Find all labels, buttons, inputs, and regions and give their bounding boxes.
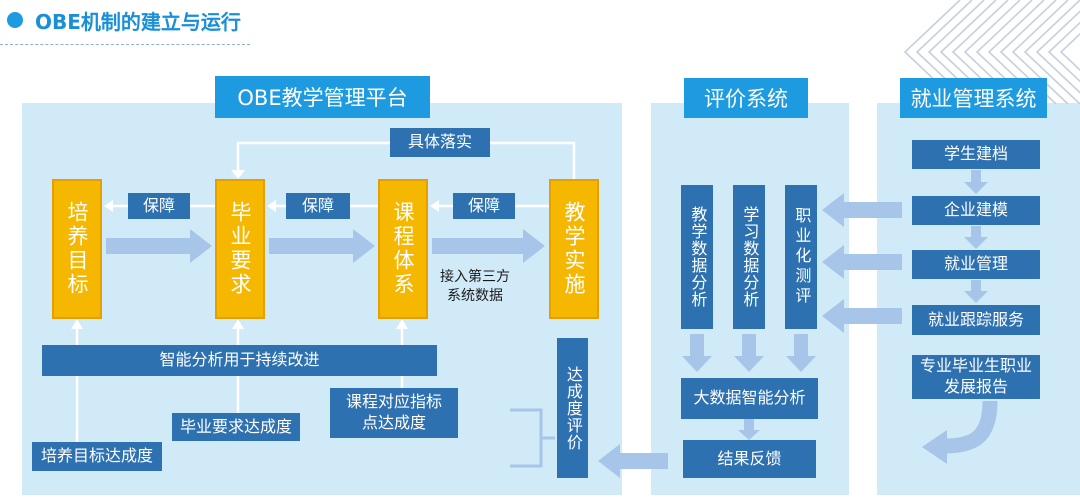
page-title: OBE机制的建立与运行 (35, 10, 241, 34)
step-student-records: 学生建档 (912, 140, 1040, 169)
course-degree-line-1: 课程对应指标 (345, 392, 442, 412)
analysis-career-assessment: 职业化测评 (785, 185, 817, 329)
guarantee-arrowhead-2 (267, 200, 276, 212)
analysis-down-arrow-1 (682, 334, 712, 372)
employment-left-arrow-2 (822, 245, 902, 279)
analysis-teaching-data: 教学数据分析 (681, 185, 713, 329)
decorative-stripe (1011, 0, 1069, 105)
bigdata-down-arrow (738, 419, 760, 440)
analysis-learning-data: 学习数据分析 (733, 185, 765, 329)
decorative-stripe (1047, 21, 1080, 83)
title-dashed-divider (0, 44, 250, 45)
evaluation-system-title: 评价系统 (684, 78, 808, 118)
third-party-line-2: 系统数据 (447, 287, 503, 304)
guarantee-arrowhead-3 (430, 200, 439, 212)
improve-bar: 智能分析用于持续改进 (42, 345, 437, 376)
career-report-line-2: 发展报告 (943, 377, 1008, 396)
implement-loop-arrowhead (231, 170, 245, 179)
guarantee-box-1: 保障 (128, 193, 190, 219)
platform-panel (22, 103, 622, 495)
career-report-line-1: 专业毕业生职业 (919, 356, 1032, 376)
course-degree-box: 课程对应指标 点达成度 (330, 388, 458, 438)
employment-left-arrow-3 (822, 299, 902, 333)
flow-arrow-requirement-course (269, 229, 375, 263)
bigdata-analysis-box: 大数据智能分析 (681, 378, 818, 419)
step-employment-management: 就业管理 (912, 250, 1040, 279)
course-degree-line-2: 点达成度 (361, 413, 426, 432)
step-down-arrow-2 (964, 226, 988, 249)
flow-arrow-course-teaching (432, 229, 545, 263)
report-curved-arrowhead (922, 430, 947, 464)
flow-arrow-goal-requirement (106, 229, 212, 263)
employment-left-arrow-1 (822, 193, 902, 227)
third-party-line-1: 接入第三方 (440, 269, 510, 285)
bullet-dot-icon (7, 12, 23, 28)
guarantee-arrowhead-1 (104, 200, 113, 212)
platform-title: OBE教学管理平台 (215, 76, 430, 118)
stage-course: 课程体系 (378, 179, 428, 319)
third-party-note: 接入第三方 系统数据 (433, 268, 517, 306)
implement-box: 具体落实 (390, 128, 490, 157)
decorative-stripe (1035, 10, 1080, 94)
analysis-down-arrow-3 (786, 334, 816, 372)
decorative-stripe (1059, 32, 1080, 72)
guarantee-box-3: 保障 (453, 193, 515, 219)
analysis-down-arrow-2 (734, 334, 764, 372)
stage-requirement: 毕业要求 (215, 179, 265, 319)
stage-teaching: 教学实施 (549, 179, 599, 319)
step-down-arrow-3 (964, 280, 988, 303)
guarantee-box-2: 保障 (286, 193, 350, 219)
requirement-degree-box: 毕业要求达成度 (172, 413, 300, 441)
goal-degree-arrowhead (71, 319, 83, 329)
report-curved-arrow (944, 400, 998, 454)
feedback-box: 结果反馈 (683, 440, 816, 478)
evaluation-box: 达成度评价 (557, 338, 588, 478)
goal-degree-box: 培养目标达成度 (32, 442, 162, 471)
career-report-box: 专业毕业生职业 发展报告 (912, 355, 1040, 399)
feedback-to-evaluation-arrow (598, 444, 668, 478)
decorative-stripe (1023, 0, 1080, 105)
step-down-arrow-1 (964, 170, 988, 194)
evaluation-bracket (510, 408, 543, 468)
requirement-degree-arrowhead (232, 319, 244, 329)
course-degree-arrowhead (396, 319, 408, 329)
stage-goal: 培养目标 (52, 179, 102, 319)
step-enterprise-model: 企业建模 (912, 196, 1040, 225)
step-tracking-service: 就业跟踪服务 (912, 305, 1040, 335)
employment-system-title: 就业管理系统 (900, 78, 1047, 118)
